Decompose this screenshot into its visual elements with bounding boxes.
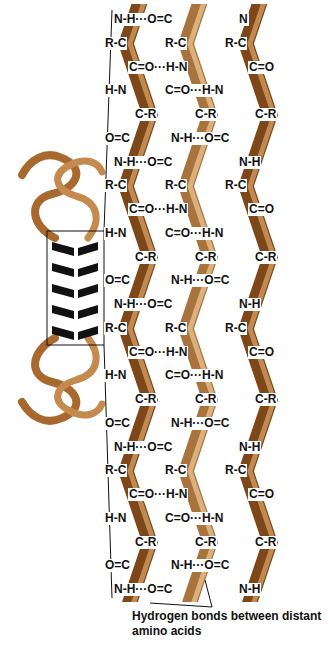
atom-label: R-C: [104, 37, 127, 50]
atom-label: C-R: [134, 108, 157, 121]
leader-line: [150, 603, 212, 607]
leader-line: [205, 580, 212, 607]
atom-label: C=O: [248, 488, 275, 501]
atom-label: C-R: [194, 393, 217, 406]
atom-label: R-C: [164, 179, 187, 192]
ribbon-cartoon: [22, 155, 102, 421]
atom-label: C-R: [134, 536, 157, 549]
atom-label: R-C: [224, 179, 247, 192]
atom-label: N-H···O=C: [113, 298, 173, 311]
atom-label: C=O···H-N: [128, 61, 188, 74]
atom-label: N-H···O=C: [113, 441, 173, 454]
atom-label: O=C: [104, 417, 131, 430]
atom-label: H-N: [104, 84, 127, 97]
atom-label: R-C: [164, 37, 187, 50]
atom-label: C=O···H-N: [128, 488, 188, 501]
atom-label: N-H: [238, 156, 261, 169]
atom-label: O=C: [104, 559, 131, 572]
atom-label: H-N: [104, 369, 127, 382]
atom-label: R-C: [164, 322, 187, 335]
atom-label: R-C: [104, 179, 127, 192]
atom-label: C=O···H-N: [128, 203, 188, 216]
atom-label: C=O: [248, 346, 275, 359]
atom-label: C-R: [254, 393, 277, 406]
atom-label: O=C: [104, 132, 131, 145]
atom-label: N-H: [238, 441, 261, 454]
caption-label: Hydrogen bonds between distant amino aci…: [132, 609, 322, 639]
atom-label: C-R: [194, 108, 217, 121]
atom-label: R-C: [164, 464, 187, 477]
atom-label: O=C: [104, 274, 131, 287]
atom-label: C-R: [254, 251, 277, 264]
atom-label: R-C: [104, 322, 127, 335]
atom-label: N-H···O=C: [170, 559, 230, 572]
zoom-box: [47, 231, 104, 345]
atom-label: C=O···H-N: [164, 84, 224, 97]
atom-label: C=O: [248, 203, 275, 216]
atom-label: N-H···O=C: [170, 417, 230, 430]
atom-label: H-N: [104, 227, 127, 240]
atom-label: C-R: [134, 251, 157, 264]
atom-label: R-C: [224, 322, 247, 335]
atom-label: R-C: [104, 464, 127, 477]
atom-label: N-H···O=C: [113, 13, 173, 26]
atom-label: C=O: [248, 61, 275, 74]
atom-label: R-C: [224, 37, 247, 50]
atom-label: C-R: [254, 108, 277, 121]
atom-label: N-H···O=C: [113, 156, 173, 169]
atom-label: H-N: [104, 512, 127, 525]
atom-label: N: [238, 13, 249, 26]
atom-label: C-R: [194, 251, 217, 264]
atom-label: C-R: [254, 536, 277, 549]
atom-label: C=O···H-N: [128, 346, 188, 359]
atom-label: N-H···O=C: [170, 132, 230, 145]
atom-label: C=O···H-N: [164, 369, 224, 382]
atom-label: N-H: [238, 298, 261, 311]
atom-label: C=O···H-N: [164, 227, 224, 240]
atom-label: C=O···H-N: [164, 512, 224, 525]
atom-label: C-R: [134, 393, 157, 406]
atom-label: N-H···O=C: [170, 274, 230, 287]
atom-label: N-H···O=C: [113, 583, 173, 596]
atom-label: C-R: [194, 536, 217, 549]
atom-label: R-C: [224, 464, 247, 477]
atom-label: N-H: [238, 583, 261, 596]
